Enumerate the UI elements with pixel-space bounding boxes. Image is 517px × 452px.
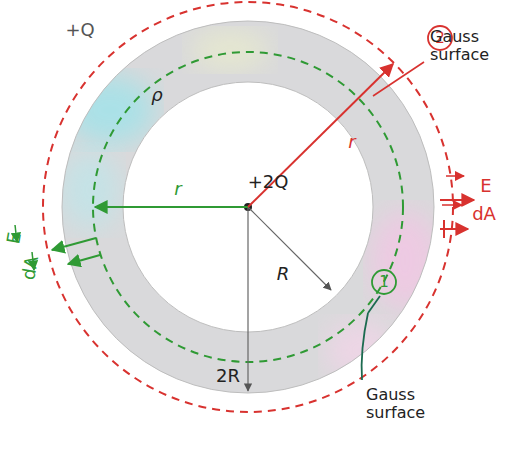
e-vector (52, 238, 96, 250)
charge-label: +Q (65, 20, 94, 40)
callout-number: 1 (379, 274, 389, 291)
field-label: E (480, 176, 491, 196)
gauss-surface-2 (43, 2, 453, 412)
callout-circle (372, 270, 396, 294)
radius-label: R (277, 264, 290, 284)
vector-sign (446, 175, 464, 177)
gauss-surface-label: Gauss surface (430, 28, 508, 63)
density-label: ρ (151, 85, 162, 105)
da-vector (68, 255, 100, 264)
radius-r-green (95, 206, 248, 208)
radius-2R (247, 207, 248, 391)
leader-line (362, 313, 368, 380)
charge-label: +2Q (248, 172, 289, 192)
area-label: dA (472, 204, 496, 224)
area-label: dA (18, 255, 42, 282)
radius-label: 2R (216, 366, 240, 386)
leader-line (373, 62, 424, 96)
e-vector (440, 199, 474, 201)
radius-r-red (248, 64, 393, 207)
gauss-surface-label: Gauss surface (366, 386, 444, 421)
radius-R (248, 207, 331, 290)
leader-line (368, 296, 380, 313)
radius-label: r (348, 132, 355, 152)
vector-sign (442, 204, 462, 206)
tick (443, 220, 445, 238)
radius-label: r (174, 179, 181, 199)
